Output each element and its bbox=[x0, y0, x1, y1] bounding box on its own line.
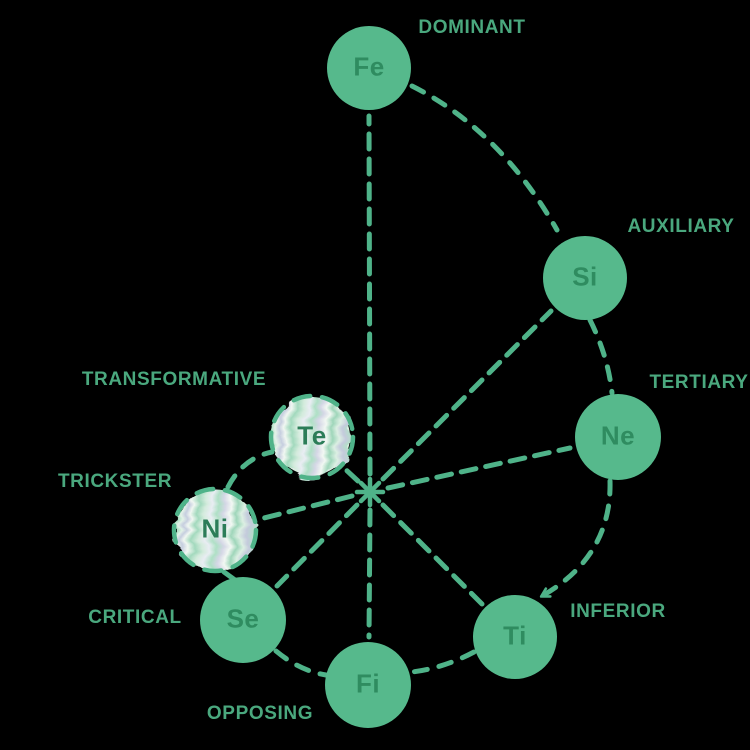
label-critical: CRITICAL bbox=[88, 607, 182, 628]
node-se bbox=[200, 577, 286, 663]
label-auxiliary: AUXILIARY bbox=[627, 216, 735, 237]
radial-line-fi bbox=[366, 507, 373, 640]
node-ne bbox=[575, 394, 661, 480]
radial-line-ti bbox=[380, 502, 485, 607]
radial-lines bbox=[257, 113, 573, 640]
radial-line-ne bbox=[385, 445, 573, 491]
radial-line-te bbox=[340, 464, 361, 484]
arc-fe-si bbox=[409, 83, 560, 233]
node-fi bbox=[325, 642, 411, 728]
radial-line-se bbox=[274, 502, 360, 589]
node-te-dashed-ring bbox=[268, 393, 356, 481]
label-transformative: TRANSFORMATIVE bbox=[81, 369, 267, 390]
node-te bbox=[268, 393, 356, 481]
arc-se-fi bbox=[273, 648, 329, 678]
center-star-icon bbox=[354, 476, 386, 508]
label-tertiary: TERTIARY bbox=[649, 372, 749, 393]
node-si bbox=[543, 236, 627, 320]
radial-line-ni bbox=[257, 493, 355, 522]
arc-si-ne bbox=[587, 317, 615, 396]
node-ti bbox=[473, 595, 557, 679]
node-ni bbox=[171, 486, 259, 574]
radial-line-fe bbox=[366, 113, 373, 477]
node-te-marble-fill bbox=[272, 397, 352, 477]
node-ni-marble-fill bbox=[175, 490, 255, 570]
label-dominant: DOMINANT bbox=[418, 17, 526, 38]
arc-ni-te bbox=[225, 449, 275, 490]
arc-ti-fi bbox=[409, 649, 477, 675]
label-trickster: TRICKSTER bbox=[57, 471, 173, 492]
spiral-arcs bbox=[221, 83, 615, 678]
radial-line-si bbox=[380, 308, 554, 482]
arc-ne-ti-with-arrow bbox=[539, 478, 613, 599]
node-ni-dashed-ring bbox=[171, 486, 259, 574]
node-fe bbox=[327, 26, 411, 110]
label-inferior: INFERIOR bbox=[570, 601, 666, 622]
label-opposing: OPPOSING bbox=[206, 703, 314, 724]
